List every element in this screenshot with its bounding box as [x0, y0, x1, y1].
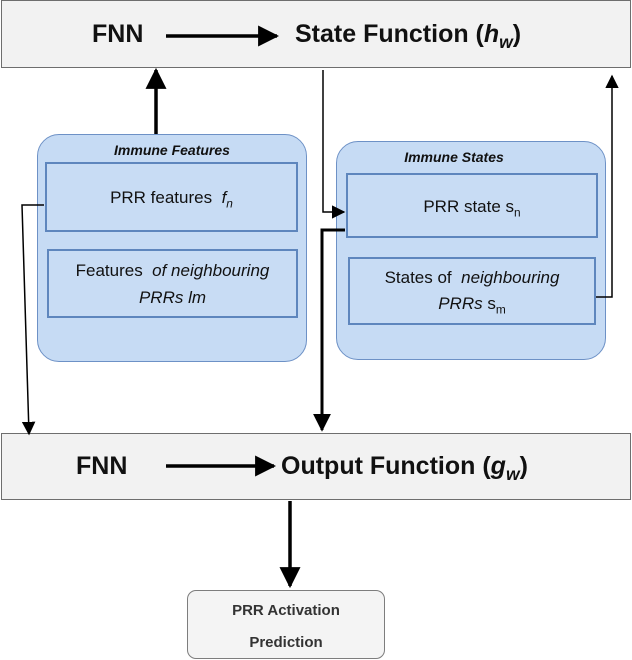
immune-features-panel: Immune Features PRR features fn Features…: [37, 134, 307, 362]
prediction-line1: PRR Activation: [232, 602, 340, 619]
prediction-line2: Prediction: [249, 634, 323, 651]
arrow-neighbour-states-to-state-box: [596, 74, 619, 298]
neighbour-states-line1: States of neighbouring: [384, 268, 560, 287]
neighbour-states-box: States of neighbouring PRRs sm: [348, 257, 596, 325]
state-fnn-label: FNN: [92, 20, 144, 48]
prr-state-label: PRR state sn: [423, 197, 521, 220]
prr-features-label: PRR features fn: [110, 188, 233, 211]
immune-features-title: Immune Features: [114, 142, 230, 158]
immune-states-title: Immune States: [404, 149, 504, 165]
arrow-prr-features-to-output-box: [21, 204, 44, 436]
prediction-box: PRR Activation Prediction: [187, 590, 385, 659]
immune-states-panel: Immune States PRR state sn States of nei…: [336, 141, 606, 360]
neighbour-features-line2: PRRs lm: [138, 288, 207, 307]
neighbour-features-box: Features of neighbouring PRRs lm: [47, 249, 298, 318]
prr-state-box: PRR state sn: [346, 173, 598, 238]
output-fnn-label: FNN: [76, 452, 128, 480]
state-function-box: FNN State Function (hw): [1, 0, 631, 68]
output-function-box: FNN Output Function (gw): [1, 433, 631, 500]
prr-features-box: PRR features fn: [45, 162, 298, 232]
arrow-state-box-to-prr-state: [322, 70, 346, 219]
neighbour-features-line1: Features of neighbouring: [75, 261, 270, 280]
neighbour-states-line2: PRRs sm: [438, 294, 506, 317]
arrow-prr-state-to-output-box: [313, 228, 345, 432]
state-function-label: State Function (hw): [295, 20, 522, 52]
output-function-label: Output Function (gw): [281, 452, 528, 484]
